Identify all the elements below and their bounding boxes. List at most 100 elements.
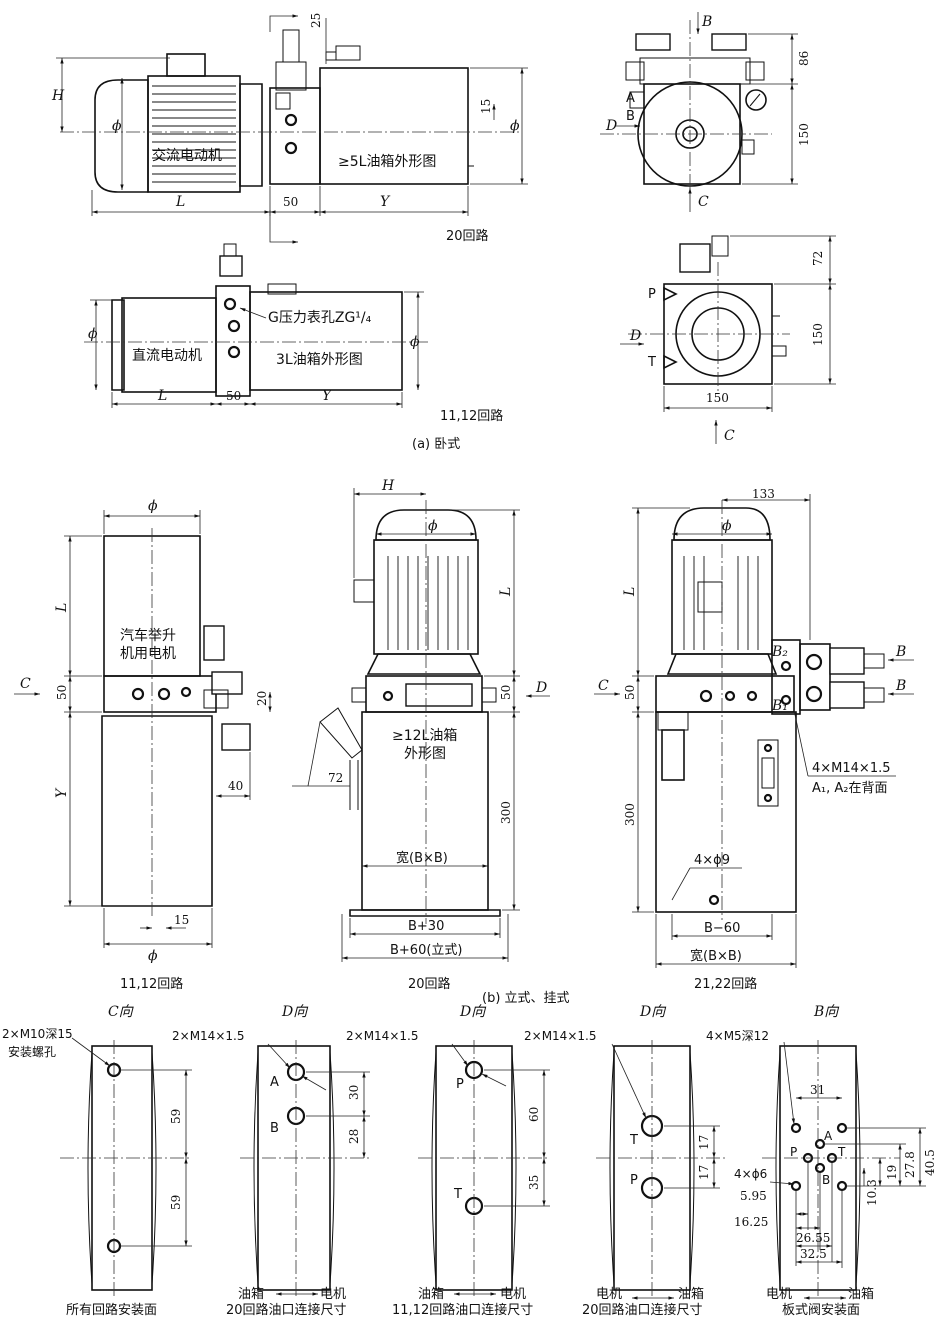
view-B-title: B向: [813, 1004, 840, 1020]
view-D3-dim-1: 17: [697, 1135, 711, 1150]
view-C-dim-1: 59: [169, 1109, 183, 1124]
dim-phi-v20: ϕ: [428, 518, 438, 534]
dir-C-v21: C: [598, 678, 609, 694]
horizontal-11-12-circuit-end-view: C D P T 150 72 150: [620, 235, 836, 444]
view-B-note1: 4×M5深12: [706, 1029, 769, 1043]
caption-v-21-22: 21,22回路: [694, 976, 757, 992]
view-C-dim-2: 59: [169, 1195, 183, 1210]
dim-B-plus-60: B+60(立式): [390, 943, 463, 958]
view-B-dim-26-55: 26.55: [796, 1231, 830, 1245]
dir-C-label: C: [698, 194, 709, 210]
view-B-dim-40-5: 40.5: [923, 1149, 937, 1176]
dim-25: 25: [309, 13, 323, 28]
dim-phi-v-bottom: ϕ: [148, 948, 158, 964]
view-D1-dim-2: 28: [347, 1129, 361, 1144]
view-D3-left: 电机: [596, 1287, 622, 1302]
view-D1-right: 电机: [320, 1287, 346, 1302]
ac-motor-label: 交流电动机: [152, 147, 222, 164]
port-T-label: T: [647, 355, 656, 370]
port-A-label: A: [626, 91, 635, 106]
view-D1-port-A: A: [270, 1075, 279, 1090]
dc-motor-label: 直流电动机: [132, 347, 202, 364]
view-D1-caption: 20回路油口连接尺寸: [226, 1302, 347, 1318]
view-B-plate-valve-face: B向 4×M5深12 4×ϕ6 P A T B 31 27.8 40.5 19 …: [706, 1004, 937, 1318]
view-D3-caption: 20回路油口连接尺寸: [582, 1302, 703, 1318]
tank-12l-label-1: ≥12L油箱: [392, 728, 457, 744]
view-B-dim-32-5: 32.5: [800, 1247, 827, 1261]
view-D2-dim-1: 60: [527, 1107, 541, 1122]
view-D1-left: 油箱: [238, 1286, 264, 1302]
dim-86: 86: [797, 51, 811, 66]
view-D1-dim-1: 30: [347, 1085, 361, 1100]
dim-phi: ϕ: [112, 118, 122, 134]
dim-50-v: 50: [55, 685, 69, 700]
view-D3-port-P: P: [630, 1173, 638, 1188]
view-B-port-T: T: [837, 1145, 846, 1159]
view-B-port-B: B: [822, 1173, 830, 1187]
view-B-dim-27-8: 27.8: [903, 1151, 917, 1178]
caption-v-11-12: 11,12回路: [120, 976, 183, 992]
vertical-20-circuit-view: H ϕ L 50 300 D 72 ≥12L油箱 外形图 宽(B×B) B+30…: [292, 478, 570, 1006]
tank-5l-label: ≥5L油箱外形图: [338, 154, 436, 170]
view-B-port-P: P: [790, 1145, 797, 1159]
view-D3-title: D向: [639, 1004, 667, 1020]
dim-40: 40: [228, 779, 243, 793]
dir-C-label-2: C: [724, 428, 735, 444]
dim-L-v: L: [54, 603, 70, 613]
view-D2-dim-2: 35: [527, 1175, 541, 1190]
view-D2-caption: 11,12回路油口连接尺寸: [392, 1302, 533, 1318]
vertical-21-22-circuit-view: 133 ϕ L 50 300 C B B B₂ B₁ 4×M14×1.5 A₁,…: [594, 487, 914, 992]
dim-150-w: 150: [706, 391, 729, 405]
view-D3-right: 油箱: [678, 1286, 704, 1302]
dim-133: 133: [752, 487, 775, 501]
dir-B-label: B: [701, 14, 712, 30]
dim-72: 72: [811, 251, 825, 266]
dim-15-v: 15: [174, 913, 189, 927]
view-D-20-TP: D向 2×M14×1.5 T P 17 17 电机 油箱 20回路油口连接尺寸: [524, 1004, 726, 1318]
view-B-left: 电机: [766, 1287, 792, 1302]
dim-L: L: [175, 194, 185, 210]
a1a2-back-label: A₁, A₂在背面: [812, 781, 887, 796]
port-P-label: P: [648, 287, 656, 302]
view-C-caption: 所有回路安装面: [66, 1302, 157, 1318]
view-C-note2: 安装螺孔: [8, 1044, 56, 1059]
dim-20: 20: [255, 691, 269, 706]
view-B-port-A: A: [824, 1129, 833, 1143]
caption-11-12-circuit: 11,12回路: [440, 408, 503, 424]
dim-H-v20: H: [381, 478, 395, 494]
width-label-v21: 宽(B×B): [690, 948, 742, 964]
tank-12l-label-2: 外形图: [404, 746, 446, 762]
dir-C-v: C: [20, 676, 31, 692]
width-label-v20: 宽(B×B): [396, 850, 448, 866]
dim-50-v20: 50: [499, 685, 513, 700]
dim-72-v20: 72: [328, 771, 343, 785]
dim-300-v20: 300: [499, 801, 513, 824]
dir-D-v20: D: [535, 680, 547, 696]
dim-phi-tank3: ϕ: [410, 334, 420, 350]
caption-a: (a) 卧式: [412, 437, 460, 452]
dim-phi-dc: ϕ: [88, 326, 98, 342]
port-B1-label: B₁: [771, 698, 788, 714]
view-D2-title: D向: [459, 1004, 487, 1020]
view-B-dim-10-3: 10.3: [865, 1179, 879, 1206]
view-B-dim-19: 19: [885, 1165, 899, 1180]
dir-B-v21-2: B: [895, 678, 906, 694]
horizontal-20-circuit-side-view: H ϕ ϕ L 50 Y 25 15 交流电动机 ≥5L油箱外形图 20回路: [51, 13, 528, 244]
tank-3l-label: 3L油箱外形图: [276, 352, 363, 368]
view-D2-right: 电机: [500, 1287, 526, 1302]
view-D1-note: 2×M14×1.5: [172, 1029, 244, 1043]
port-B2-label: B₂: [771, 644, 788, 660]
lift-motor-label-1: 汽车举升: [120, 627, 176, 644]
four-m14-label: 4×M14×1.5: [812, 761, 891, 776]
lift-motor-label-2: 机用电机: [120, 646, 176, 662]
view-D3-dim-2: 17: [697, 1165, 711, 1180]
dim-B-minus-60: B−60: [704, 921, 740, 936]
dim-Y-v: Y: [54, 787, 70, 798]
caption-v-20: 20回路: [408, 976, 451, 992]
dim-50-v21: 50: [623, 685, 637, 700]
view-C-title: C向: [108, 1004, 135, 1020]
view-C-note1: 2×M10深15: [2, 1027, 73, 1041]
view-B-note2: 4×ϕ6: [734, 1167, 767, 1181]
